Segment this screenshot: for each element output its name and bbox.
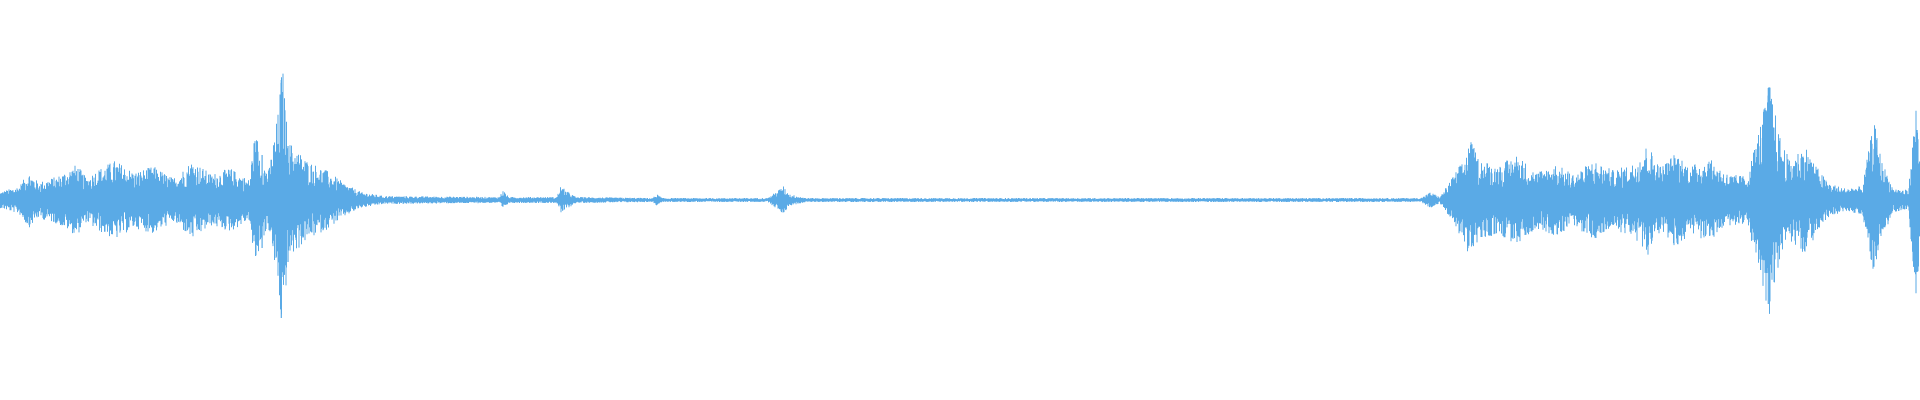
waveform-peaks: [261, 80, 1918, 318]
waveform-amplitude-path: [0, 73, 1920, 315]
